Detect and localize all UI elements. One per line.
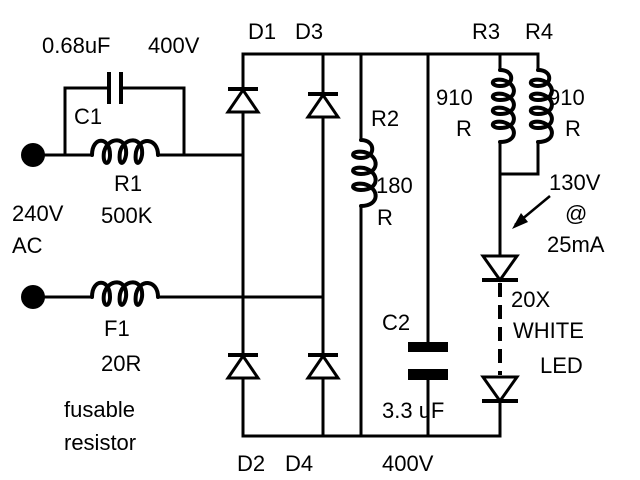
c1-value-label: 0.68uF	[42, 33, 111, 58]
c1-name-label: C1	[74, 104, 102, 129]
r4-value-label: 910	[548, 85, 585, 110]
diode-d2	[225, 353, 261, 380]
capacitor-c1	[107, 72, 123, 104]
c1-voltage-label: 400V	[148, 33, 200, 58]
led-color-label: WHITE	[513, 318, 584, 343]
diode-d1	[225, 87, 261, 114]
operating-current-label: 25mA	[547, 232, 605, 257]
operating-at-label: @	[565, 201, 587, 226]
r4-unit-label: R	[565, 116, 581, 141]
f1-desc-line1: fusable	[64, 397, 135, 422]
input-type-label: AC	[12, 233, 43, 258]
r2-value-label: 180	[376, 173, 413, 198]
c2-voltage-label: 400V	[382, 451, 434, 476]
r1-value-label: 500K	[101, 203, 153, 228]
input-line-top	[31, 86, 245, 157]
f1-name-label: F1	[104, 316, 130, 341]
f1-desc-line2: resistor	[64, 430, 136, 455]
d1-label: D1	[248, 19, 276, 44]
resistor-r3	[490, 52, 516, 176]
led-count-label: 20X	[511, 287, 550, 312]
d2-label: D2	[237, 451, 265, 476]
resistor-r1	[90, 138, 160, 165]
operating-voltage-label: 130V	[549, 170, 601, 195]
r4-name-label: R4	[525, 19, 553, 44]
d3-label: D3	[295, 19, 323, 44]
fuse-resistor-f1	[90, 280, 160, 307]
resistor-r2	[351, 52, 378, 438]
diode-d4	[305, 353, 341, 380]
r3-unit-label: R	[456, 116, 472, 141]
c2-value-label: 3.3 uF	[382, 398, 444, 423]
capacitor-c2	[408, 52, 448, 438]
d4-label: D4	[285, 451, 313, 476]
input-voltage-label: 240V	[12, 201, 64, 226]
r2-name-label: R2	[371, 106, 399, 131]
r3-name-label: R3	[472, 19, 500, 44]
f1-value-label: 20R	[101, 351, 141, 376]
led-type-label: LED	[540, 353, 583, 378]
resistor-r4	[498, 52, 554, 176]
r1-name-label: R1	[114, 171, 142, 196]
measurement-arrow	[512, 195, 551, 229]
diode-d3	[305, 92, 341, 119]
r3-value-label: 910	[436, 85, 473, 110]
led-string	[480, 172, 520, 438]
c2-name-label: C2	[382, 310, 410, 335]
r2-unit-label: R	[377, 205, 393, 230]
